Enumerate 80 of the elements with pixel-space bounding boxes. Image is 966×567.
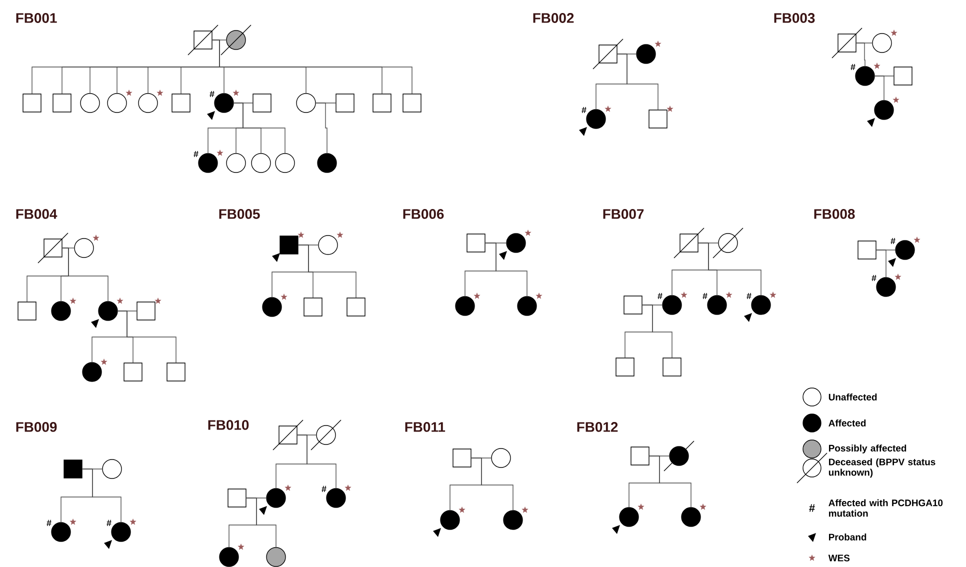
legend-label: Possibly affected [829,444,906,454]
pedigree-line [876,250,886,278]
pedigree-line [698,242,762,296]
female-circle [275,153,295,173]
female-circle [80,93,100,113]
female-circle [296,93,316,113]
male-square [336,94,354,112]
family-label: FB007 [603,209,644,219]
male-square [124,362,142,382]
mutation-mark: # [702,292,708,300]
family-label: FB004 [16,209,58,219]
mutation-mark: # [194,150,198,158]
mutation-mark: # [872,274,876,282]
mutation-mark: # [890,238,896,244]
male-square [630,446,650,466]
family-label: FB009 [16,422,57,432]
mutation-mark: # [46,520,52,526]
family-label: FB003 [774,13,815,23]
pedigree-line [471,458,514,510]
pedigree-line [82,468,122,522]
female-circle [266,547,286,567]
family-label: FB002 [533,13,574,23]
pedigree-line [118,310,176,363]
family-label: FB011 [405,422,446,432]
family-label: FB012 [577,422,618,432]
mutation-mark: # [106,520,112,526]
male-square [18,302,36,320]
male-square [52,94,72,112]
mutation-mark: # [658,292,662,300]
pedigree-line [246,498,276,548]
pedigree-line [298,244,356,298]
mutation-mark: # [850,64,856,70]
pedigree-line [642,304,672,358]
male-square [346,298,366,316]
family-label: FB008 [814,209,855,219]
female-circle [226,153,246,173]
mutation-mark: # [322,486,326,492]
female-circle [491,448,511,468]
male-square [64,460,82,478]
legend-label: Proband [829,534,866,540]
male-square [662,358,682,376]
pedigree-line [62,248,108,302]
family-label: FB006 [403,209,444,219]
male-square [624,296,642,314]
male-square [858,240,876,260]
pedigree-line [856,42,866,66]
male-square [372,94,392,112]
pedigree-line [649,456,692,508]
pedigree-line [617,54,658,110]
male-square [894,66,912,86]
mutation-mark: # [582,106,586,114]
pedigree-line [874,76,884,100]
family-label: FB001 [16,13,57,23]
legend-label: WES [828,554,850,562]
male-square [252,94,272,112]
male-square [228,488,246,508]
legend-label: Affected with PCDHGA10 mutation [828,499,943,517]
male-square [166,362,186,382]
female-circle [102,459,122,479]
legend-hash: # [809,504,815,512]
male-square [22,94,42,112]
family-label: FB005 [219,209,260,219]
legend-label: Deceased (BPPV status unknown) [828,458,936,478]
male-square [616,358,634,376]
mutation-mark: # [210,90,214,98]
male-square [466,234,486,252]
pedigree-line [485,242,528,296]
legend-label: Unaffected [828,394,877,400]
pedigree-line [234,102,286,154]
legend-label: Affected [828,420,866,426]
pedigree-line [297,434,336,488]
pedigree-line [316,102,328,154]
female-circle [317,153,337,173]
mutation-mark: # [746,292,752,300]
family-label: FB010 [208,420,249,430]
male-square [304,298,322,316]
female-circle [251,153,271,173]
male-square [402,94,422,112]
male-square [172,94,190,112]
male-square [452,448,472,468]
